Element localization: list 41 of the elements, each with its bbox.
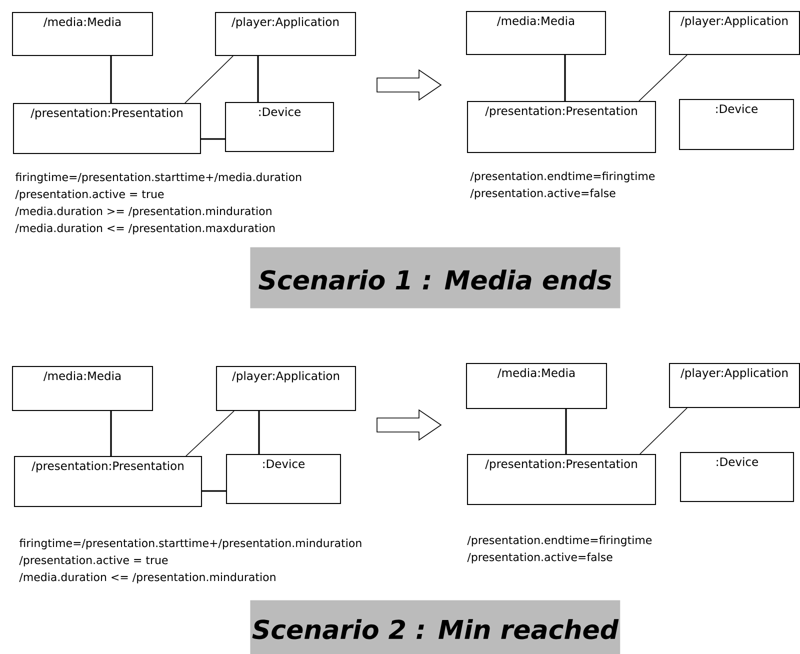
connector-line [186,410,234,456]
class-box: :Device [680,452,794,502]
connector-line [564,55,566,101]
class-box: /media:Media [12,366,153,411]
class-box: /media:Media [466,363,607,409]
class-box: /media:Media [12,12,153,56]
constraint-text: /presentation.active = true [15,190,164,200]
connector-line [565,409,567,454]
class-box: /presentation:Presentation [467,101,656,153]
class-box: :Device [226,454,341,504]
connector-line [110,56,112,103]
constraint-text: /presentation.active = true [19,556,168,566]
class-box: /player:Application [669,11,800,55]
constraint-text: /media.duration <= /presentation.minduration [19,572,276,584]
class-box: /player:Application [215,12,356,56]
constraint-text: firingtime=/presentation.starttime+/media.duration [15,172,302,184]
constraint-text: /presentation.active=false [467,552,612,564]
constraint-text: /media.duration >= /presentation.minduration [15,206,272,218]
connector-line [257,56,259,102]
class-box: /player:Application [216,366,356,411]
connector-line [110,411,112,456]
connector-line [202,490,226,492]
constraint-text: /presentation.endtime=firingtime [467,536,652,546]
class-box: :Device [225,102,334,152]
scenario-banner: Scenario 2 : Min reached [250,600,620,654]
connector-line [640,408,688,454]
class-box: /player:Application [669,363,800,408]
class-box: /presentation:Presentation [14,456,202,507]
connector-line [258,411,260,454]
connector-line [184,56,234,104]
constraint-text: firingtime=/presentation.starttime+/presentation.minduration [19,538,362,550]
class-box: /presentation:Presentation [13,103,201,154]
class-box: /media:Media [466,11,606,55]
class-box: :Device [679,99,794,150]
connector-line [638,54,688,102]
constraint-text: /presentation.active=false [470,188,616,200]
class-box: /presentation:Presentation [467,454,656,505]
scenario-banner: Scenario 1 : Media ends [250,247,620,308]
constraint-text: /media.duration <= /presentation.maxduration [15,224,275,234]
connector-line [201,138,225,140]
constraint-text: /presentation.endtime=firingtime [470,172,655,182]
